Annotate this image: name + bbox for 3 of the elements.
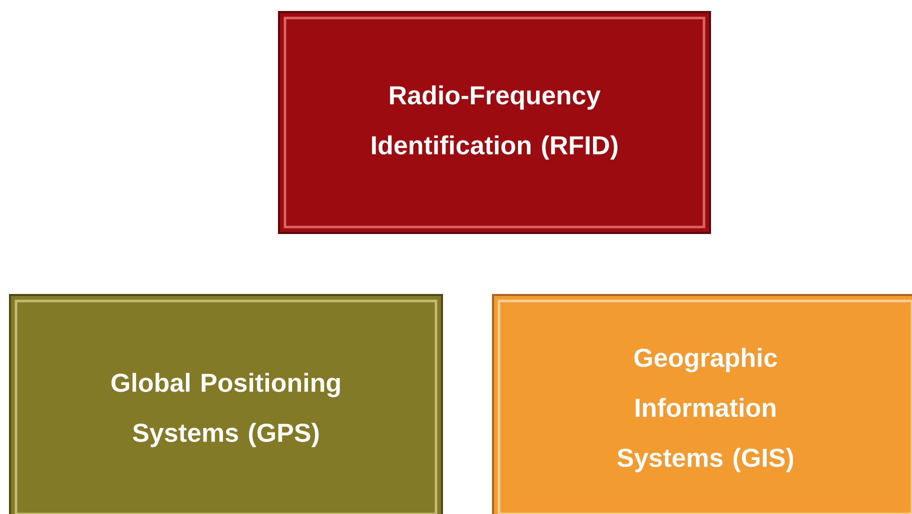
process-box: Global Positioning Systems (GPS) xyxy=(9,294,443,514)
process-box: Radio-Frequency Identification (RFID) xyxy=(278,11,711,234)
process-box: Geographic Information Systems (GIS) xyxy=(492,294,912,514)
